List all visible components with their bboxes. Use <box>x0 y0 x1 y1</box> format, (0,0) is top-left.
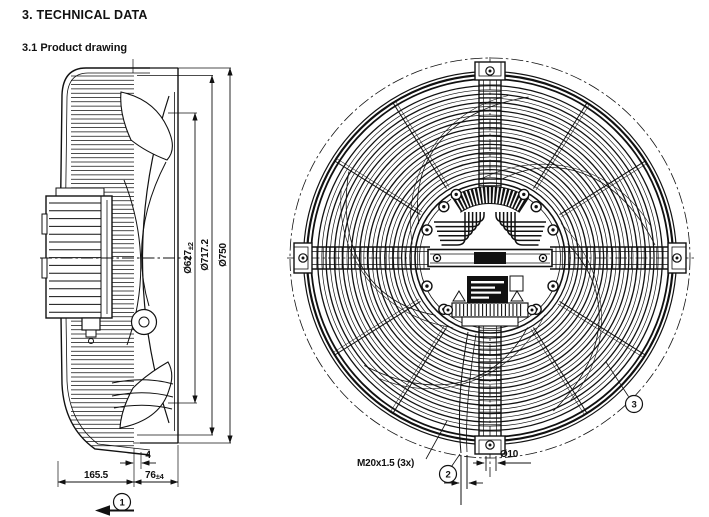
blade-root-band-3 <box>113 404 173 410</box>
dim-label-impeller-diameter: Ø627±2 <box>183 242 195 274</box>
dim-label-housing-depth: 76±4 <box>145 470 165 481</box>
motor-cooling-fins <box>49 202 101 313</box>
blade-root-band-2 <box>111 392 174 398</box>
blade-hub-boss-inner <box>138 316 150 328</box>
subsection-title: 3.1 Product drawing <box>22 42 128 54</box>
dimension-lines <box>57 67 233 485</box>
airflow-arrow-head <box>95 505 110 516</box>
motor-left-boss-2 <box>41 257 48 279</box>
nameplate-side-label <box>509 275 524 292</box>
cable-exit <box>88 338 94 344</box>
front-view-drawing: M20x1.5 (3x) Ø10 2 3 <box>287 57 697 505</box>
motor-wire-channels <box>434 212 546 246</box>
leader-callout-2 <box>451 453 461 467</box>
motor-hub <box>414 182 566 334</box>
impeller-blades-behind-guard <box>340 95 656 412</box>
warning-triangle-left <box>452 290 466 302</box>
nameplate <box>467 276 508 303</box>
motor-left-boss-1 <box>41 213 48 235</box>
terminal-block-lower <box>461 316 519 327</box>
section-title: 3. TECHNICAL DATA <box>22 8 148 22</box>
pitch-circle <box>289 57 691 459</box>
motor-bolt-circles <box>421 188 559 315</box>
guard-mounting-strips <box>293 61 687 455</box>
callout-3-number: 3 <box>631 400 636 411</box>
cable-gland-body <box>81 317 101 331</box>
motor-body <box>45 195 113 319</box>
band-bolt-left <box>432 253 442 263</box>
guard-radial-spokes <box>332 100 648 416</box>
blade-root-band-1 <box>111 379 174 385</box>
dim-label-total-depth: 165.5 <box>84 470 109 481</box>
callout-1-number: 1 <box>119 498 125 509</box>
cable-gland-nut <box>85 329 97 338</box>
power-cable <box>458 331 477 505</box>
callout-3-circle <box>624 394 644 414</box>
blade-edge-curve-1 <box>141 161 167 307</box>
front-dimension-lines <box>444 460 531 486</box>
dim-label-overall-diameter: Ø750 <box>218 243 229 267</box>
fan-blade-lower <box>119 361 173 429</box>
leader-cable-gland <box>425 420 448 460</box>
motor-housing-outline <box>414 182 566 334</box>
leader-callout-3 <box>605 361 629 397</box>
extension-lines <box>57 59 231 487</box>
callout-2-number: 2 <box>445 470 450 481</box>
dim-label-guard-diameter: Ø717.2 <box>200 239 211 271</box>
band-bolt-right <box>538 253 548 263</box>
fan-blade-upper <box>120 91 173 161</box>
comb-edge-inner <box>460 203 520 213</box>
dim-label-plate-thickness: 4 <box>145 450 151 461</box>
warning-triangle-right <box>510 290 524 302</box>
blade-hub-boss <box>130 308 158 336</box>
label-mounting-hole-diameter: Ø10 <box>500 449 519 460</box>
label-cable-gland-thread: M20x1.5 (3x) <box>357 458 414 469</box>
side-view-drawing: Ø627±2 Ø717.2 Ø750 165.5 76±4 4 1 <box>40 59 233 516</box>
callout-2-circle <box>438 464 458 484</box>
band-center-block <box>474 252 506 264</box>
